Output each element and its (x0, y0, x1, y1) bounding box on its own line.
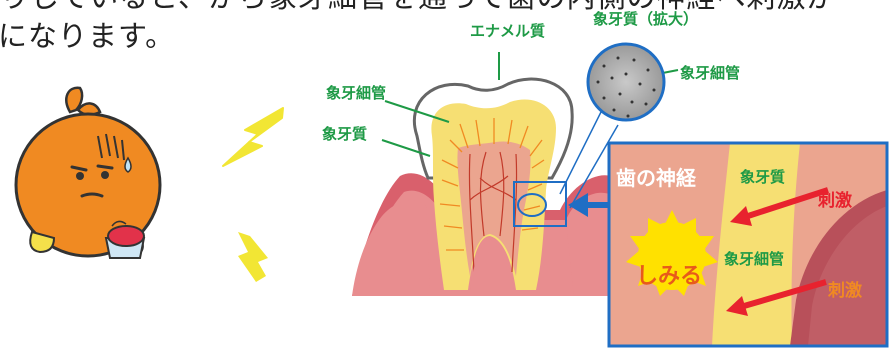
dentin-label: 象牙質 (322, 123, 367, 144)
inset-dentin-label: 象牙質 (740, 166, 785, 187)
sensation-label: しみる (636, 258, 702, 290)
inset-tubule-label: 象牙細管 (724, 248, 784, 269)
tooth-cross-section (352, 79, 640, 296)
stimulus-label-2: 刺激 (828, 276, 862, 301)
tubule-label: 象牙細管 (326, 82, 386, 103)
nerve-label: 歯の神経 (616, 162, 696, 191)
dentin-magnified-label: 象牙質（拡大） (593, 8, 698, 29)
tubule-magnified-label: 象牙細管 (680, 62, 740, 83)
lightning-bolt-icon (223, 108, 283, 166)
stimulus-label-1: 刺激 (818, 186, 852, 211)
mascot-character (16, 88, 160, 258)
lightning-bolt-icon (238, 232, 268, 282)
enamel-label: エナメル質 (470, 20, 545, 41)
